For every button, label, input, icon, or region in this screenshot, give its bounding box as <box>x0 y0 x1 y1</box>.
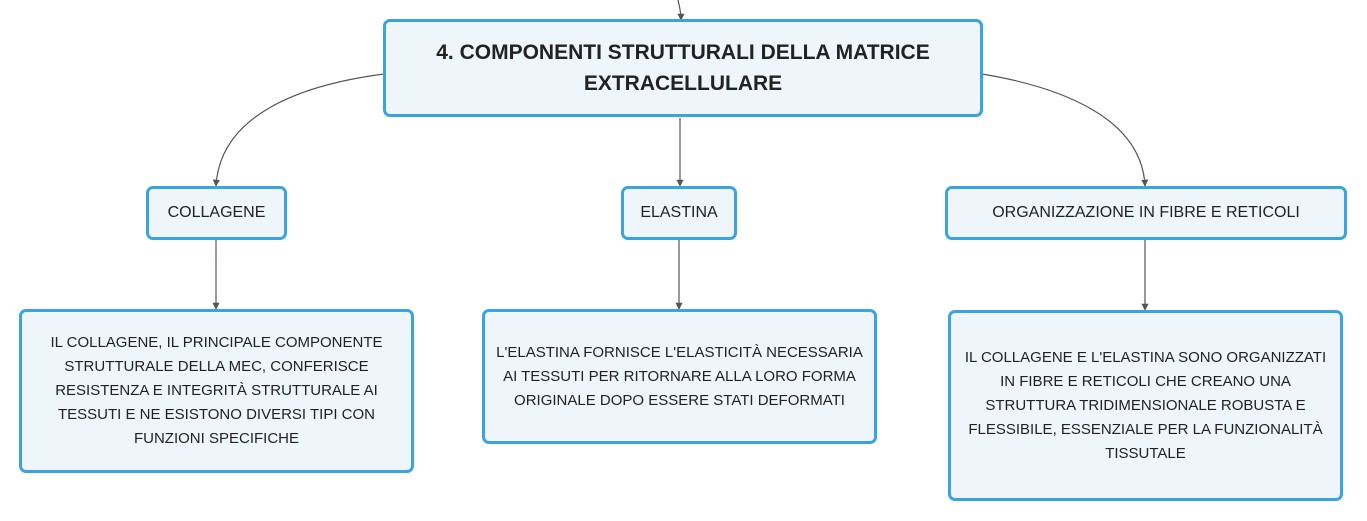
topic-collagene-label: COLLAGENE <box>167 204 266 221</box>
topic-elastina-label: ELASTINA <box>640 204 718 221</box>
detail-organizzazione-text: IL COLLAGENE E L'ELASTINA SONO ORGANIZZA… <box>964 348 1327 462</box>
topic-organizzazione-label: ORGANIZZAZIONE IN FIBRE E RETICOLI <box>992 204 1300 221</box>
incoming-connector <box>677 0 685 21</box>
detail-collagene-text: IL COLLAGENE, IL PRINCIPALE COMPONENTE S… <box>50 334 383 447</box>
detail-collagene[interactable]: IL COLLAGENE, IL PRINCIPALE COMPONENTE S… <box>19 309 414 473</box>
root-title: 4. COMPONENTI STRUTTURALI DELLA MATRICE … <box>436 41 930 95</box>
detail-organizzazione[interactable]: IL COLLAGENE E L'ELASTINA SONO ORGANIZZA… <box>948 310 1343 501</box>
detail-elastina[interactable]: L'ELASTINA FORNISCE L'ELASTICITÀ NECESSA… <box>482 309 877 444</box>
root-node[interactable]: 4. COMPONENTI STRUTTURALI DELLA MATRICE … <box>383 19 983 117</box>
connector-root-collagene <box>212 73 385 187</box>
connector-root-organizzazione <box>981 73 1149 187</box>
topic-elastina[interactable]: ELASTINA <box>621 186 737 240</box>
topic-organizzazione[interactable]: ORGANIZZAZIONE IN FIBRE E RETICOLI <box>945 186 1347 240</box>
detail-elastina-text: L'ELASTINA FORNISCE L'ELASTICITÀ NECESSA… <box>496 343 863 409</box>
topic-collagene[interactable]: COLLAGENE <box>146 186 287 240</box>
